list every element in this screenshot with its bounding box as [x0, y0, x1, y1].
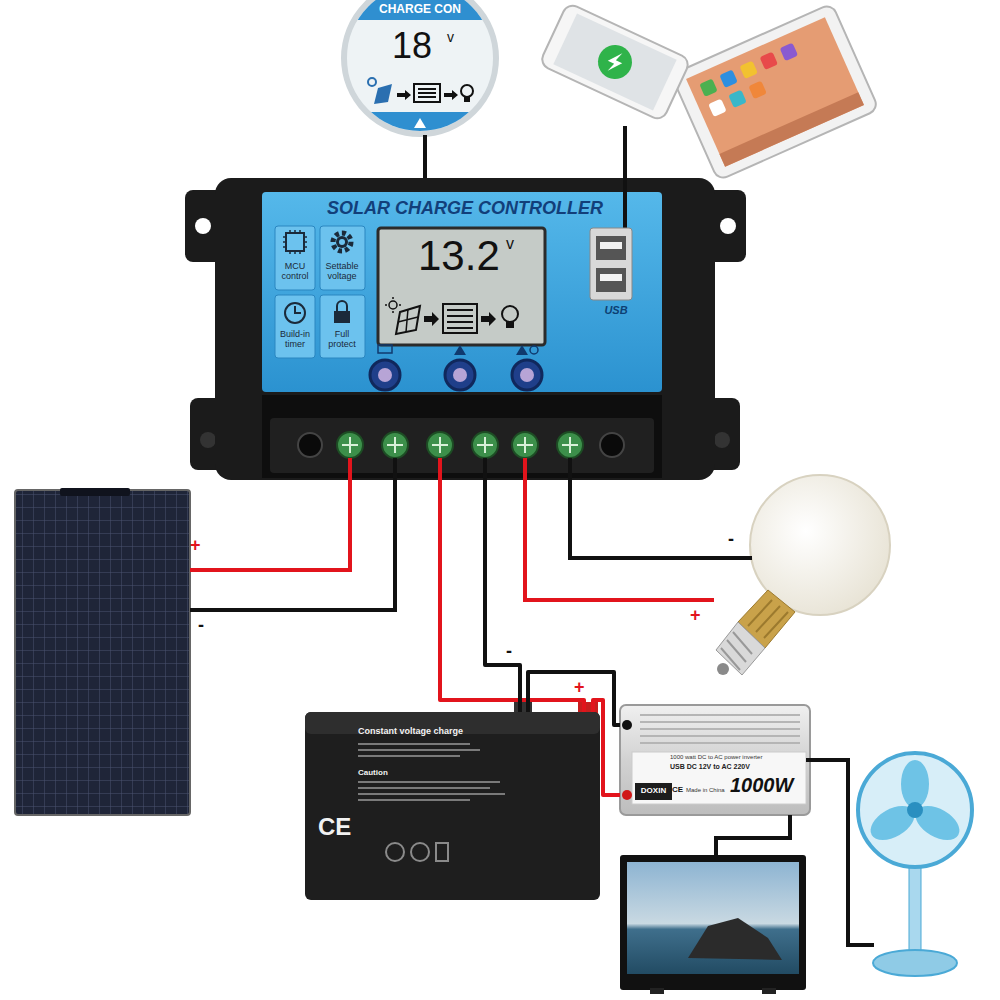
- charge-controller: SOLAR CHARGE CONTROLLER MCU control Settab…: [185, 178, 745, 480]
- polarity-sign: +: [574, 678, 585, 696]
- feature-label: Settable voltage: [322, 262, 362, 282]
- product-text: 1000 watt DC to AC power inverter: [670, 754, 800, 761]
- electric-fan: [858, 753, 972, 976]
- wire: [528, 672, 620, 725]
- voltage-reading: 13.2: [418, 234, 504, 278]
- polarity-sign: -: [506, 642, 512, 660]
- origin-text: Made in China: [686, 787, 730, 794]
- unit-text: v: [506, 236, 524, 252]
- polarity-sign: +: [690, 606, 701, 624]
- cert-mark: CE: [318, 815, 368, 839]
- unit-text: v: [447, 30, 463, 44]
- lcd-display: 13.2v: [378, 228, 545, 345]
- phone: [539, 2, 691, 121]
- battery-body: [305, 702, 600, 900]
- battery-label: Caution: [358, 768, 438, 777]
- zoom-bubble: [340, 0, 500, 142]
- battery-label: Constant voltage charge: [358, 726, 558, 736]
- brand-logo: DOXIN: [635, 783, 672, 800]
- solar-panel: [15, 488, 190, 815]
- battery: Constant voltage chargeCautionCE: [305, 712, 600, 900]
- wire: [440, 480, 584, 712]
- polarity-sign: +: [190, 536, 201, 554]
- feature-label: Full protect: [322, 330, 362, 350]
- power-rating: 1000W: [730, 775, 802, 795]
- light-bulb: [716, 475, 890, 675]
- device-title: SOLAR CHARGE CONTROLLER: [300, 199, 630, 219]
- inverter-body: [620, 705, 810, 815]
- polarity-sign: -: [198, 616, 204, 634]
- wire: [593, 700, 620, 795]
- polarity-sign: -: [728, 530, 734, 548]
- charge-controller-housing: [185, 126, 746, 480]
- feature-label: Build-in timer: [275, 330, 315, 350]
- port-label: USB: [596, 304, 636, 317]
- wire: [423, 135, 427, 178]
- product-text: USB DC 12V to AC 220V: [670, 763, 800, 771]
- cert-mark: CE: [672, 785, 686, 795]
- television: [620, 855, 806, 994]
- tablet: [671, 3, 879, 181]
- feature-label: MCU control: [275, 262, 315, 282]
- voltage-reading: 18: [392, 28, 440, 64]
- power-inverter: 1000 watt DC to AC power inverterUSB DC …: [620, 705, 810, 815]
- wire: [485, 480, 520, 712]
- zoom-callout: CHARGE CON 18 v: [343, 0, 499, 135]
- display-caption: CHARGE CON: [343, 3, 497, 17]
